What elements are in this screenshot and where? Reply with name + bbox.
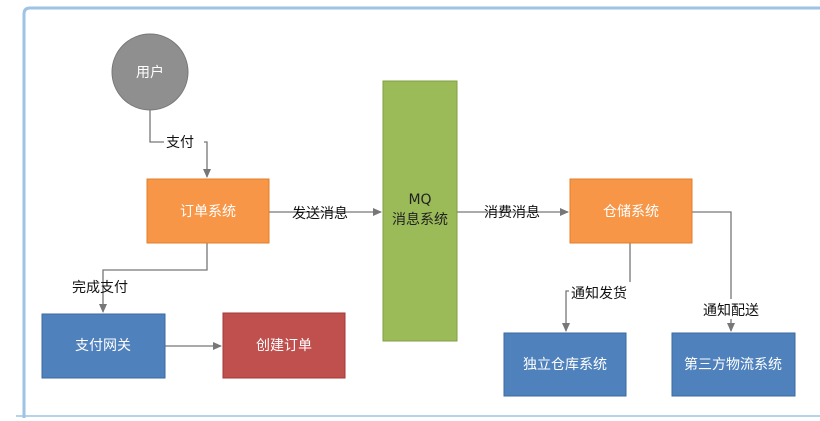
label-consume-message: 消费消息: [484, 204, 540, 221]
user-circle: [111, 33, 189, 111]
edge-order-to-gateway: [99, 243, 208, 313]
node-independent-warehouse: 独立仓库系统: [503, 332, 627, 397]
mq-system-label: 消息系统: [392, 211, 448, 228]
label-notify-delivery: 通知配送: [703, 302, 759, 319]
user-label: 用户: [136, 64, 164, 81]
create-order-label: 创建订单: [256, 338, 312, 354]
order-system-label: 订单系统: [180, 204, 236, 220]
edge-warehouse-to-logistics: [692, 211, 735, 332]
node-warehouse-system: 仓储系统: [569, 178, 693, 244]
label-notify-shipping: 通知发货: [571, 285, 627, 302]
third-party-logistics-label: 第三方物流系统: [684, 356, 782, 373]
mq-label: MQ: [408, 192, 431, 208]
diagram-frame: [22, 6, 820, 418]
node-order-system: 订单系统: [146, 178, 270, 244]
node-payment-gateway: 支付网关: [41, 313, 166, 379]
label-payment-complete: 完成支付: [72, 280, 128, 296]
independent-warehouse-label: 独立仓库系统: [523, 357, 607, 373]
node-user: 用户: [111, 33, 189, 111]
warehouse-system-label: 仓储系统: [603, 204, 659, 220]
node-third-party-logistics: 第三方物流系统: [671, 332, 796, 397]
payment-gateway-label: 支付网关: [75, 338, 131, 354]
node-mq-system: MQ 消息系统: [382, 80, 458, 342]
label-pay: 支付: [166, 135, 194, 151]
label-send-message: 发送消息: [292, 205, 348, 222]
node-create-order: 创建订单: [222, 312, 346, 379]
